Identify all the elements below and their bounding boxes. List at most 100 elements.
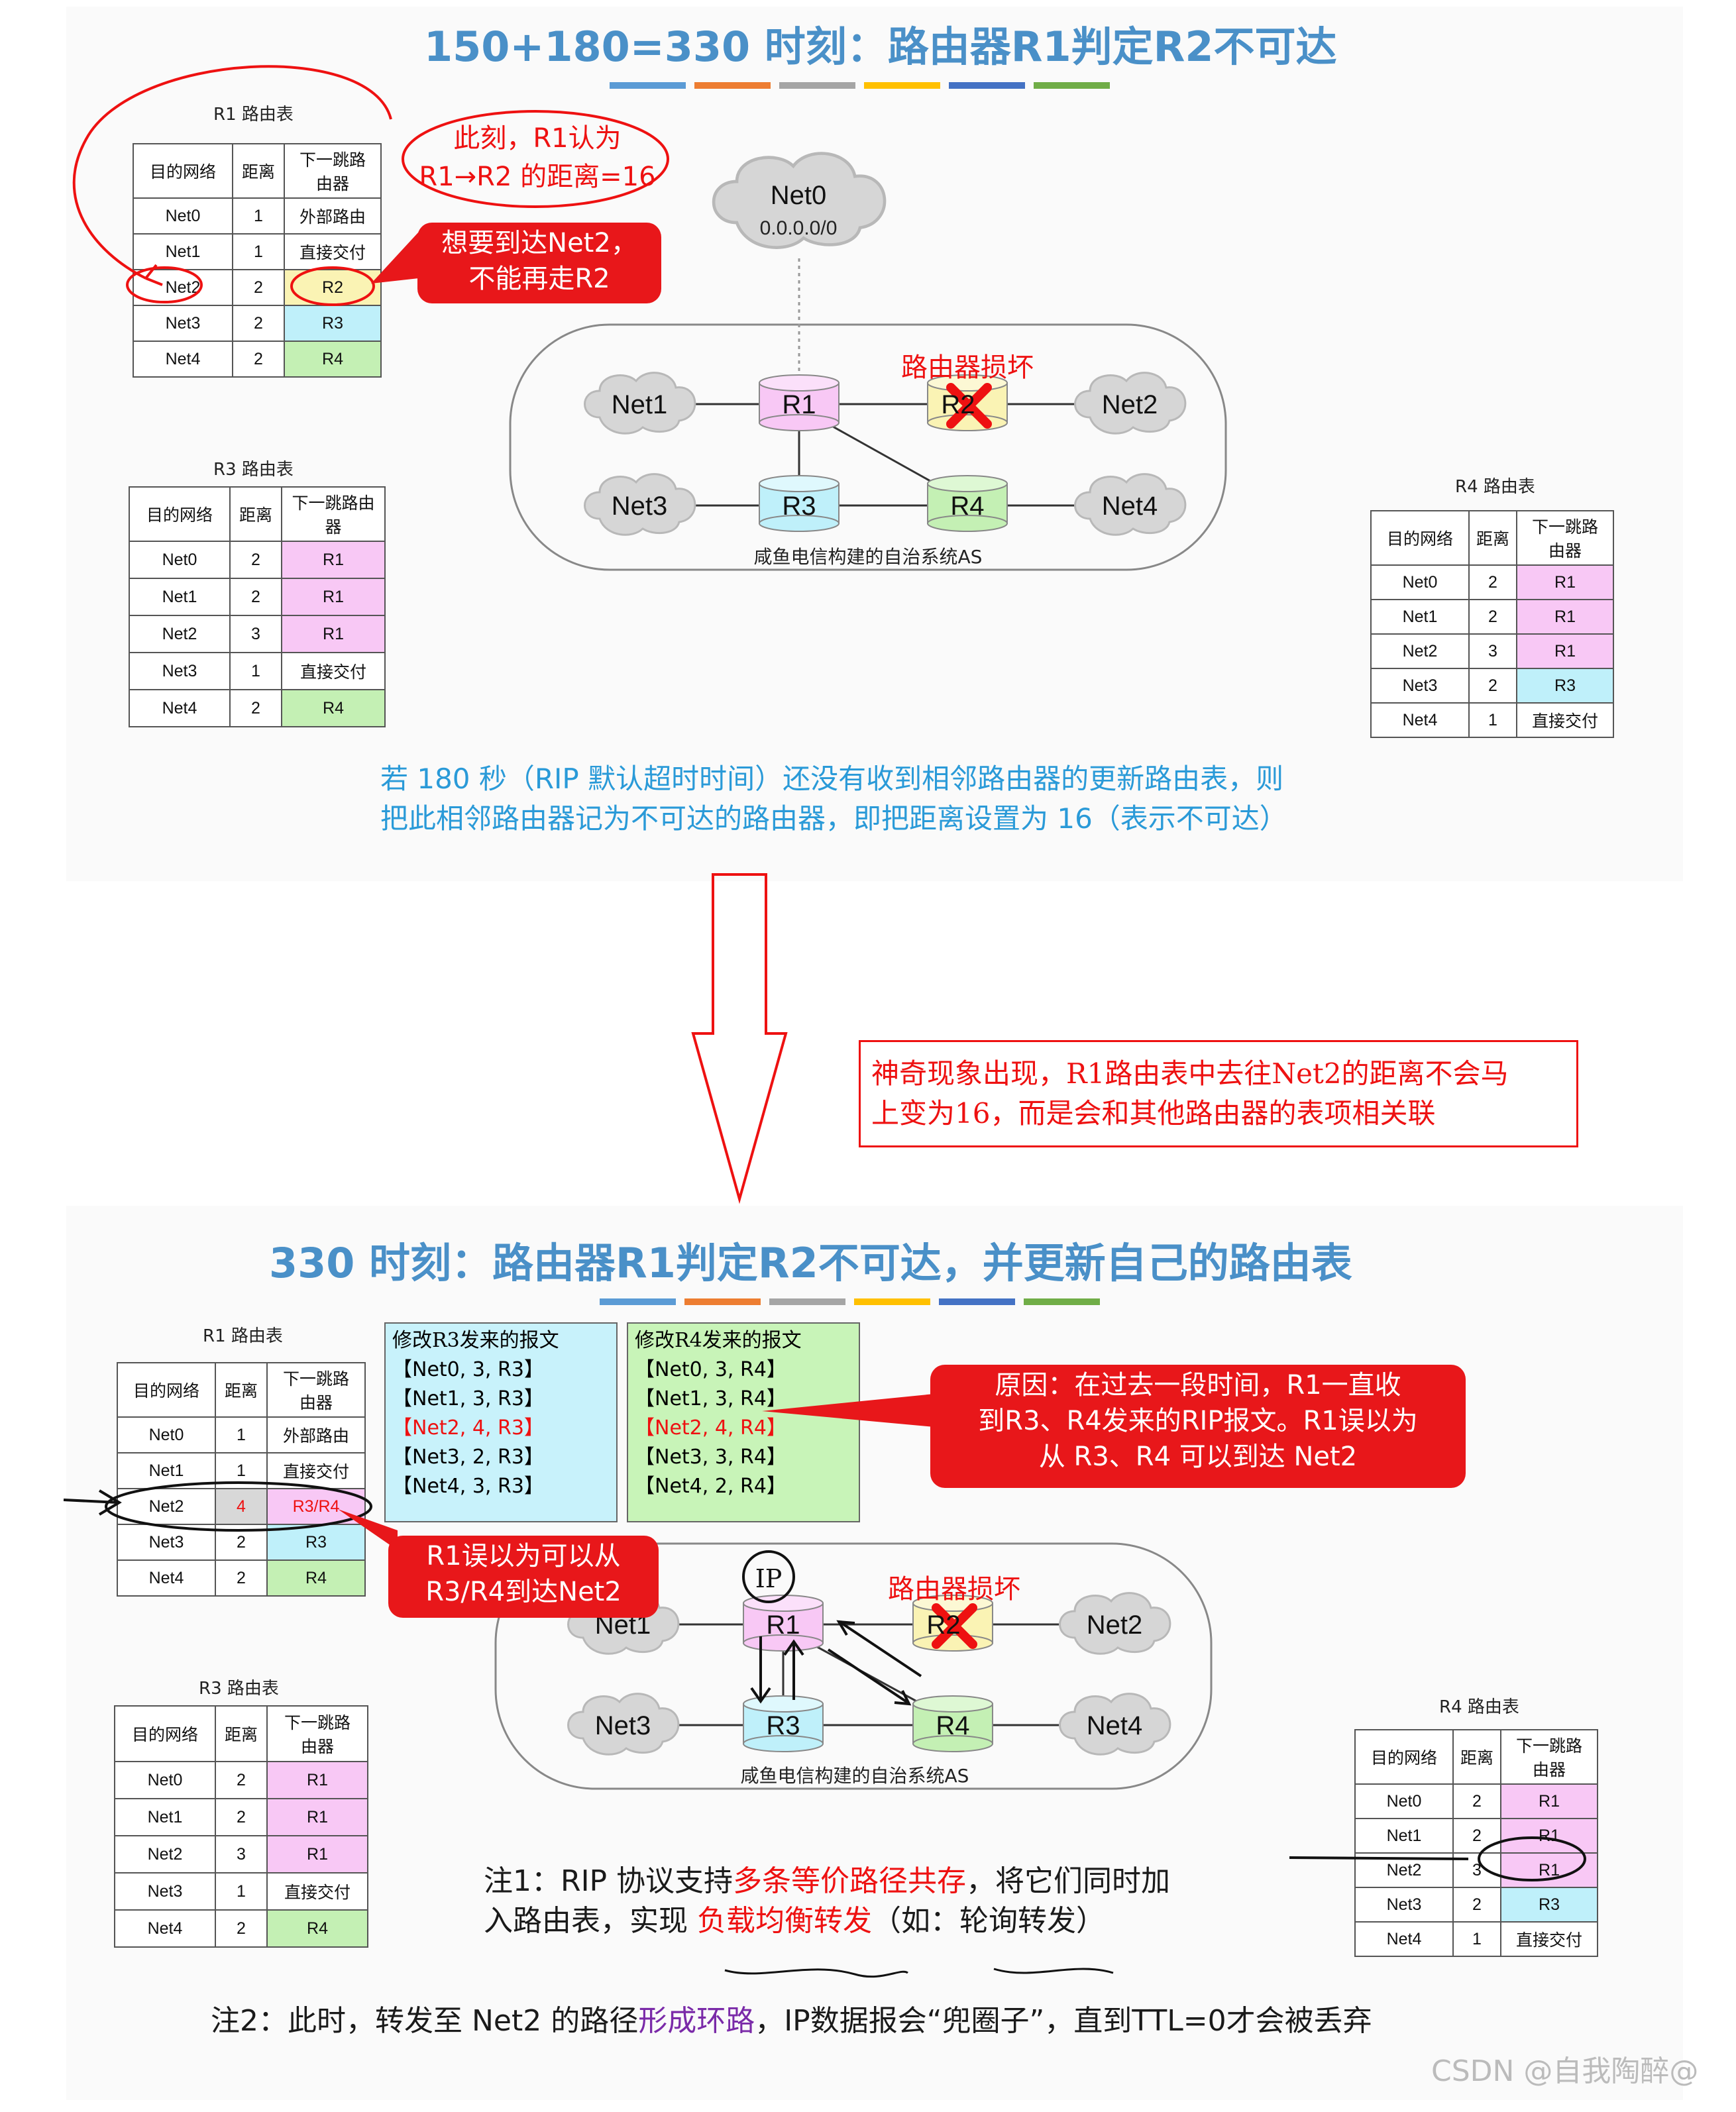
top-annotation-strokes: [72, 65, 669, 306]
as-label: 咸鱼电信构建的自治系统AS: [741, 1765, 969, 1787]
loop-arrow-down: [750, 1636, 771, 1704]
router-r2-label: R2: [941, 390, 975, 419]
table-cell: 2: [215, 1559, 268, 1597]
bottom-r1-table-caption: R1 路由表: [203, 1326, 283, 1346]
table-cell: Net4: [133, 341, 233, 378]
table-cell: 直接交付: [266, 1452, 366, 1489]
router-r1-label: R1: [782, 390, 816, 419]
router-r1-label: R1: [766, 1610, 800, 1640]
table-cell: 直接交付: [266, 1872, 368, 1911]
router-r1: [759, 374, 840, 431]
header-dest: 目的网络: [117, 1362, 216, 1418]
table-cell: Net1: [129, 578, 231, 616]
table-cell: 外部路由: [266, 1416, 366, 1453]
header-nexthop: 下一跳路由器: [266, 1705, 368, 1762]
table-cell: R4: [266, 1559, 366, 1597]
table-cell: 1: [232, 233, 285, 270]
table-cell: Net2: [1370, 633, 1470, 669]
router-r4: [912, 1695, 993, 1752]
net4-label: Net4: [1102, 492, 1158, 521]
table-cell: R1: [1516, 633, 1614, 669]
router-r4-label: R4: [950, 492, 984, 521]
table-cell: Net2: [129, 615, 231, 653]
as-container: [509, 323, 1227, 571]
net2-label: Net2: [1102, 390, 1158, 419]
table-cell: R1: [1516, 599, 1614, 635]
table-cell: 2: [215, 1798, 268, 1836]
table-cell: R3: [1516, 668, 1614, 704]
table-cell: 1: [232, 197, 285, 235]
table-cell: R4: [266, 1909, 368, 1948]
broken-x-icon: [932, 1603, 977, 1649]
table-cell: Net4: [1354, 1921, 1454, 1957]
header-distance: 距离: [229, 486, 282, 542]
table-cell: R1: [1516, 564, 1614, 600]
net0-address: 0.0.0.0/0: [760, 217, 838, 239]
router-broken-label: 路由器损坏: [901, 352, 1034, 383]
table-cell: Net0: [1370, 564, 1470, 600]
table-cell: 2: [1452, 1887, 1501, 1923]
table-cell: Net4: [1370, 702, 1470, 738]
router-broken-label: 路由器损坏: [888, 1574, 1020, 1605]
table-cell: Net1: [114, 1798, 216, 1836]
net2-label: Net2: [1087, 1610, 1143, 1640]
annotation-distance: 此刻，R1认为 R1→R2 的距离=16: [419, 123, 656, 192]
loop-arrow-r4: [827, 1648, 912, 1706]
table-cell: 2: [1452, 1783, 1501, 1819]
router-r3-label: R3: [766, 1711, 800, 1740]
table-cell: R1: [281, 615, 386, 653]
magic-phenomenon-box: 神奇现象出现，R1路由表中去往Net2的距离不会马 上变为16，而是会和其他路由…: [859, 1040, 1578, 1147]
router-r3-label: R3: [782, 492, 816, 521]
table-cell: 2: [229, 578, 282, 616]
header-distance: 距离: [215, 1362, 268, 1418]
table-cell: 2: [215, 1761, 268, 1799]
watermark: CSDN @自我陶醉@: [1431, 2054, 1699, 2088]
table-cell: 直接交付: [1500, 1921, 1598, 1957]
table-cell: Net4: [117, 1559, 216, 1597]
table-cell: Net4: [129, 689, 231, 727]
header-nexthop: 下一跳路由器: [281, 486, 386, 542]
table-cell: R3: [266, 1524, 366, 1561]
table-cell: 2: [229, 689, 282, 727]
header-nexthop: 下一跳路由器: [266, 1362, 366, 1418]
header-dest: 目的网络: [1354, 1729, 1454, 1785]
router-r3: [743, 1695, 824, 1752]
table-cell: Net1: [1370, 599, 1470, 635]
loop-arrow-back: [836, 1620, 922, 1677]
net3-label: Net3: [612, 492, 668, 521]
table-cell: 1: [1468, 702, 1517, 738]
header-nexthop: 下一跳路由器: [284, 143, 382, 199]
header-dest: 目的网络: [133, 143, 233, 199]
router-r4: [927, 475, 1008, 532]
table-cell: 1: [215, 1416, 268, 1453]
loop-arrow-up: [783, 1639, 804, 1700]
callout-reason: 原因：在过去一段时间，R1一直收 到R3、R4发来的RIP报文。R1误以为 从 …: [930, 1365, 1466, 1488]
table-cell: Net4: [114, 1909, 216, 1948]
router-r3: [759, 475, 840, 532]
table-cell: R3: [1500, 1887, 1598, 1923]
router-r2-label: R2: [926, 1610, 960, 1640]
table-cell: R1: [281, 541, 386, 579]
header-distance: 距离: [1468, 510, 1517, 566]
table-cell: 外部路由: [284, 197, 382, 235]
table-cell: 2: [215, 1909, 268, 1948]
table-cell: Net1: [1354, 1818, 1454, 1854]
table-cell: R1: [266, 1798, 368, 1836]
table-cell: 直接交付: [284, 233, 382, 270]
router-r4-label: R4: [936, 1711, 969, 1740]
table-cell: R4: [281, 689, 386, 727]
table-cell: R1: [1500, 1818, 1598, 1854]
broken-x-icon: [946, 383, 992, 429]
msg-box-r3: 修改R3发来的报文 【Net0, 3, R3】 【Net1, 3, R3】 【N…: [384, 1322, 618, 1522]
top-r3-table-caption: R3 路由表: [213, 460, 294, 480]
header-dest: 目的网络: [1370, 510, 1470, 566]
table-cell: 2: [1468, 564, 1517, 600]
ip-label: IP: [755, 1564, 783, 1593]
table-cell: 3: [1452, 1852, 1501, 1888]
table-cell: 2: [1468, 599, 1517, 635]
